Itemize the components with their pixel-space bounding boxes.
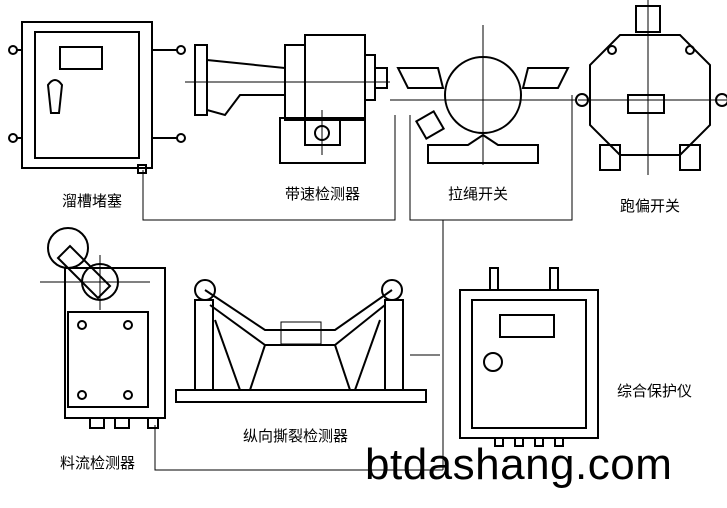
watermark: btdashang.com [365,440,673,489]
wiring [142,95,573,471]
deviation-switch-device [575,0,727,175]
label-integrated-protector: 综合保护仪 [617,382,693,400]
label-pull-cord-switch: 拉绳开关 [448,185,509,203]
tear-detector-device [175,279,440,403]
label-belt-speed-detector: 带速检测器 [285,185,361,203]
pull-cord-switch-device [390,25,575,165]
belt-speed-device [185,34,390,164]
chute-blockage-device [8,21,186,174]
label-deviation-switch: 跑偏开关 [620,197,681,215]
integrated-protector-device [459,267,599,447]
label-material-flow-detector: 料流检测器 [60,454,136,472]
label-chute-blockage: 溜槽堵塞 [62,192,123,210]
material-flow-device [40,227,166,429]
label-tear-detector: 纵向撕裂检测器 [243,427,349,445]
